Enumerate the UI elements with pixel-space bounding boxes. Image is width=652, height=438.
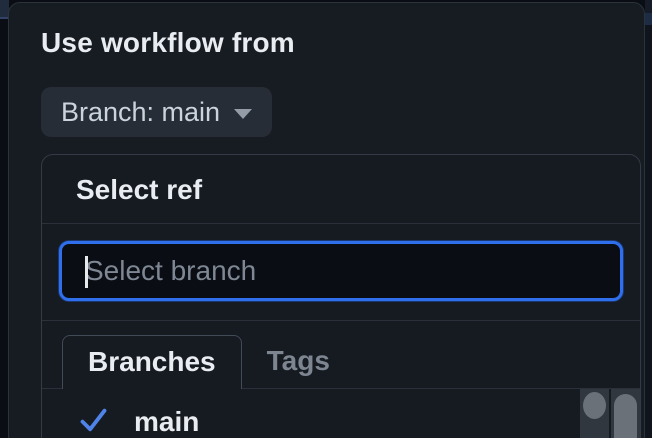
select-branch-input[interactable]	[62, 244, 620, 298]
branch-list: main	[42, 389, 640, 438]
chevron-down-icon	[234, 109, 253, 119]
background-page-strip	[645, 0, 652, 438]
scrollbar-thumb[interactable]	[583, 392, 606, 419]
search-input-wrapper	[59, 241, 623, 301]
scrollbar-thumb[interactable]	[614, 394, 637, 438]
branch-name: main	[134, 406, 200, 437]
run-workflow-panel: Use workflow from Branch: main Select re…	[8, 2, 645, 438]
use-workflow-from-title: Use workflow from	[41, 27, 295, 58]
tab-branches[interactable]: Branches	[62, 335, 242, 389]
select-ref-title: Select ref	[42, 155, 640, 224]
background-page-fragment	[645, 0, 652, 13]
background-page-fragment	[0, 0, 9, 19]
select-ref-dialog: Select ref Branches Tags main	[41, 154, 641, 438]
text-cursor	[85, 256, 88, 288]
background-page-fragment	[645, 13, 652, 25]
search-section	[42, 224, 640, 321]
ref-type-tabs: Branches Tags	[42, 321, 640, 389]
branch-list-item-main[interactable]: main	[42, 389, 640, 438]
scrollbar-track[interactable]	[580, 389, 609, 438]
scrollbar-track[interactable]	[611, 389, 640, 438]
check-icon	[80, 408, 107, 437]
branch-selector-button[interactable]: Branch: main	[41, 87, 273, 137]
branch-selector-label: Branch: main	[61, 96, 221, 127]
tab-tags[interactable]: Tags	[266, 345, 330, 376]
